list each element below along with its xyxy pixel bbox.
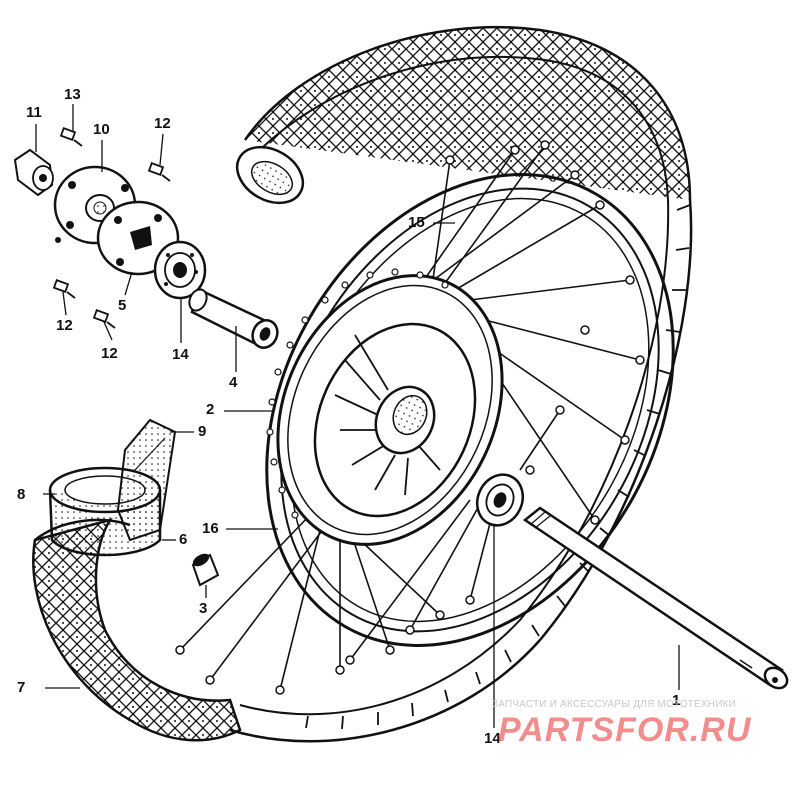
tire-upper-section bbox=[243, 25, 692, 201]
distance-collar bbox=[188, 288, 279, 349]
part-label-16: 16 bbox=[202, 520, 219, 537]
part-label-7: 7 bbox=[17, 679, 26, 696]
part-label-11: 11 bbox=[26, 104, 42, 121]
part-label-14-bottom: 14 bbox=[484, 730, 501, 747]
part-label-12-left: 12 bbox=[56, 317, 73, 334]
part-label-4: 4 bbox=[229, 374, 238, 391]
part-label-14-left: 14 bbox=[172, 346, 189, 363]
part-label-9: 9 bbox=[198, 423, 207, 440]
axle-nut bbox=[13, 148, 54, 197]
bearing-right bbox=[475, 473, 525, 527]
part-label-12-top: 12 bbox=[154, 115, 171, 132]
bolts bbox=[52, 127, 171, 329]
bearing-left bbox=[153, 240, 207, 300]
part-label-5: 5 bbox=[118, 297, 127, 314]
part-label-12-bottom: 12 bbox=[101, 345, 118, 362]
part-label-2: 2 bbox=[206, 401, 215, 418]
part-label-13: 13 bbox=[64, 86, 81, 103]
watermark-logo: PARTSFOR.RU bbox=[498, 711, 752, 749]
axle bbox=[522, 506, 789, 690]
part-label-8: 8 bbox=[17, 486, 26, 503]
part-label-1: 1 bbox=[672, 692, 681, 709]
tire-right-section bbox=[229, 199, 693, 743]
spokes bbox=[179, 144, 641, 691]
part-label-3: 3 bbox=[199, 600, 208, 617]
part-label-15: 15 bbox=[408, 214, 425, 231]
bolt-12-top bbox=[147, 162, 171, 182]
valve-cap bbox=[191, 553, 220, 587]
hub bbox=[266, 268, 504, 546]
part-label-10: 10 bbox=[93, 121, 110, 138]
tire-lower-section bbox=[32, 517, 242, 742]
spoke-nipples bbox=[175, 140, 645, 695]
lock-plate bbox=[96, 200, 180, 276]
part-label-6: 6 bbox=[179, 531, 188, 548]
bolt-13 bbox=[59, 127, 83, 147]
watermark-caption: ЗАПЧАСТИ И АКСЕССУАРЫ ДЛЯ МОТОТЕХНИКИ bbox=[492, 699, 737, 710]
bolt-12-bottom bbox=[92, 309, 116, 329]
rim-band bbox=[116, 418, 177, 542]
bolt-12-left bbox=[52, 279, 76, 299]
leader-lines bbox=[35, 104, 680, 728]
tire bbox=[32, 25, 693, 743]
